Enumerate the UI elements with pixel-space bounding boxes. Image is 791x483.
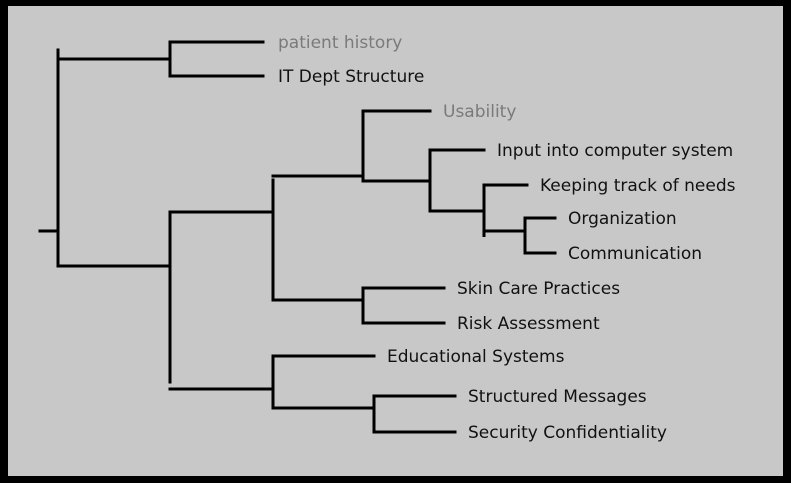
dendrogram-branches (38, 40, 557, 434)
leaf-label-usability: Usability (443, 102, 516, 122)
leaf-label-educational-systems: Educational Systems (387, 347, 565, 367)
leaf-label-input-into-computer-system: Input into computer system (497, 141, 733, 161)
leaf-label-communication: Communication (568, 244, 702, 264)
leaf-label-patient-history: patient history (278, 33, 402, 53)
leaf-label-keeping-track-of-needs: Keeping track of needs (540, 176, 736, 196)
leaf-label-security-confidentiality: Security Confidentiality (468, 423, 667, 443)
leaf-label-structured-messages: Structured Messages (468, 387, 647, 407)
dendrogram-leaf-labels: patient history IT Dept StructureUsabilit… (278, 33, 736, 443)
leaf-label-it-dept-structure: IT Dept Structure (278, 67, 424, 87)
leaf-label-skin-care-practices: Skin Care Practices (457, 279, 620, 299)
leaf-label-organization: Organization (568, 209, 677, 229)
dendrogram: patient history IT Dept StructureUsabilit… (38, 33, 736, 443)
leaf-label-risk-assessment: Risk Assessment (457, 314, 600, 334)
